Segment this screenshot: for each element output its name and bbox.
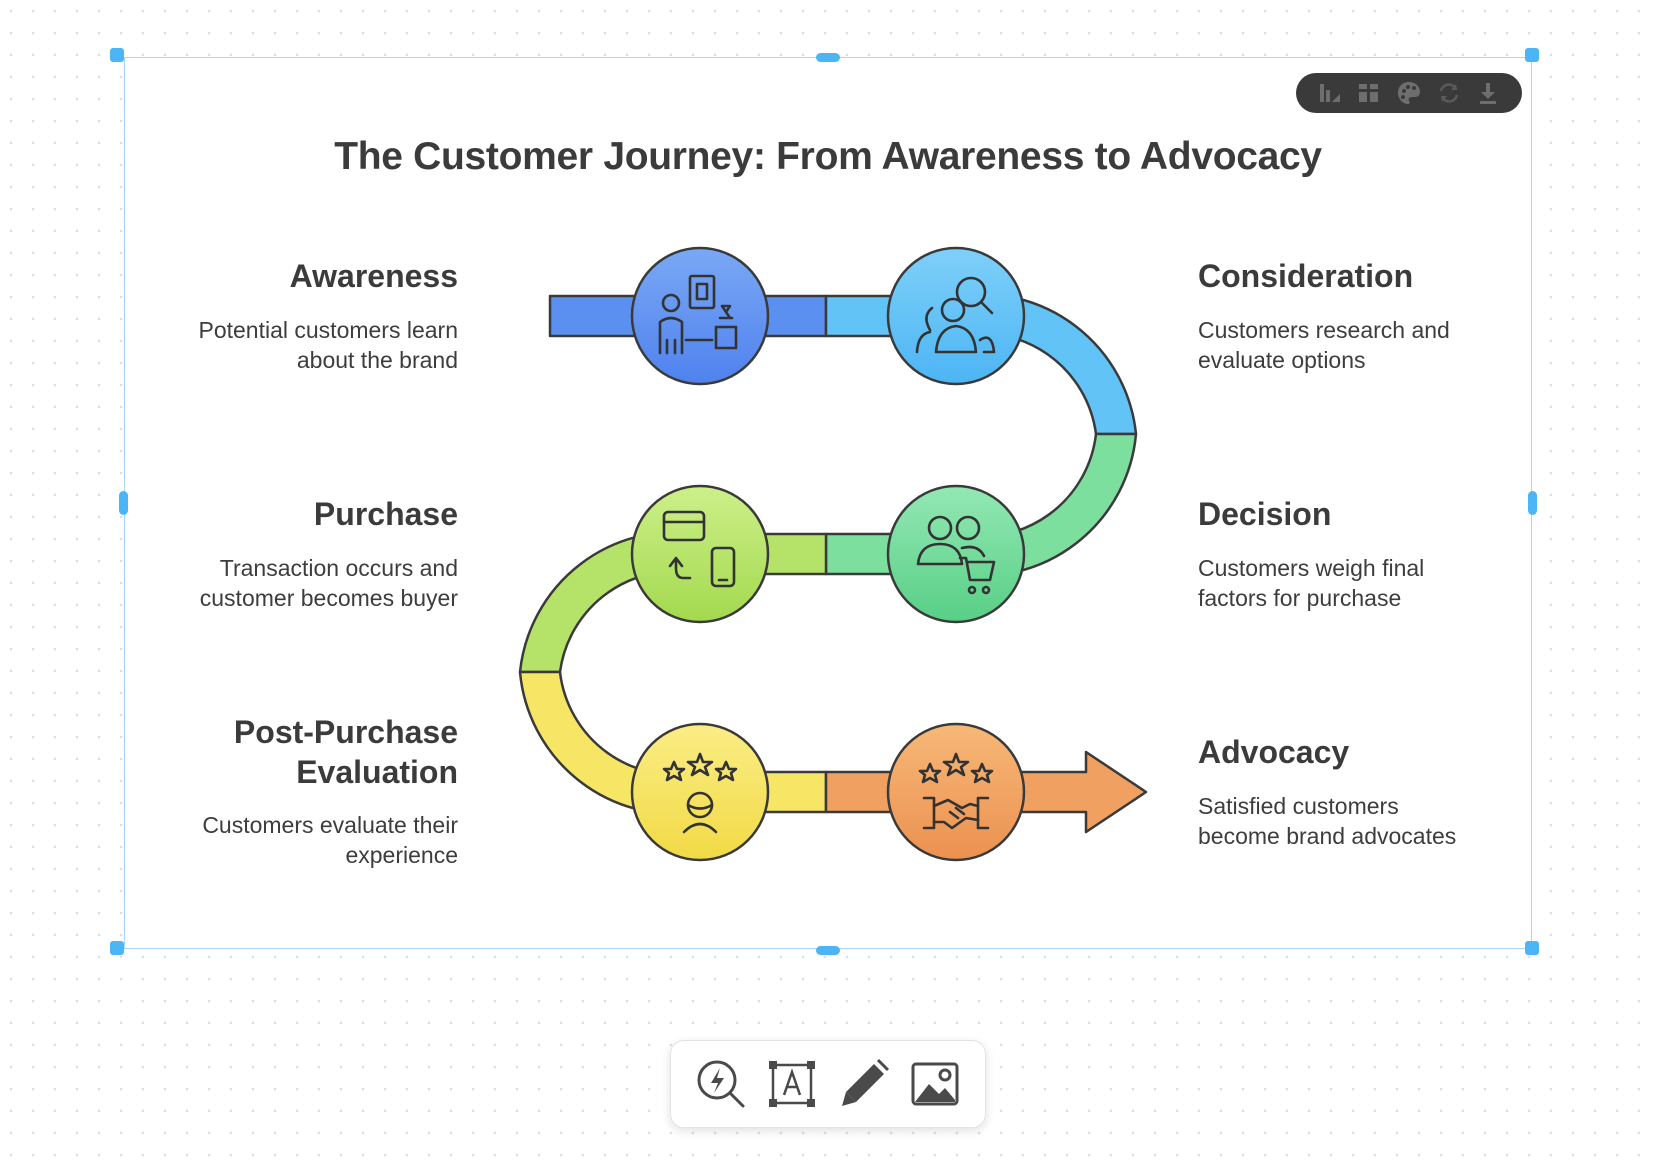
diagram-toolbar: [1296, 73, 1522, 113]
person-billboard-icon: [658, 274, 738, 355]
chart-style-icon[interactable]: [1315, 78, 1345, 108]
node-purchase: [630, 484, 770, 624]
refresh-icon[interactable]: [1434, 78, 1464, 108]
people-search-icon: [915, 276, 996, 354]
node-awareness: [630, 246, 770, 386]
stage-desc-decision: Customers weigh final factors for purcha…: [1198, 555, 1425, 611]
stage-desc-awareness: Potential customers learn about the bran…: [198, 317, 458, 373]
resize-handle-bottom[interactable]: [816, 946, 840, 955]
node-advocacy: [886, 722, 1026, 862]
stage-title-consideration: Consideration: [1198, 258, 1414, 294]
stage-title-purchase: Purchase: [313, 496, 458, 532]
resize-handle-top-right[interactable]: [1525, 48, 1539, 62]
stage-desc-purchase: Transaction occurs and customer becomes …: [199, 555, 458, 611]
text-box-icon[interactable]: [762, 1054, 822, 1114]
download-icon[interactable]: [1473, 78, 1503, 108]
resize-handle-left[interactable]: [119, 491, 128, 515]
stage-title-awareness: Awareness: [289, 258, 458, 294]
stage-desc-advocacy: Satisfied customers become brand advocat…: [1198, 793, 1457, 849]
resize-handle-top-left[interactable]: [110, 48, 124, 62]
layout-grid-icon[interactable]: [1354, 78, 1384, 108]
image-icon[interactable]: [905, 1054, 965, 1114]
pencil-icon[interactable]: [834, 1054, 894, 1114]
node-decision: [886, 484, 1026, 624]
person-stars-icon: [662, 752, 738, 834]
palette-icon[interactable]: [1394, 78, 1424, 108]
node-consideration: [886, 246, 1026, 386]
resize-handle-right[interactable]: [1528, 491, 1537, 515]
card-phone-icon: [662, 510, 736, 588]
resize-handle-bottom-left[interactable]: [110, 941, 124, 955]
stage-desc-evaluation: Customers evaluate their experience: [202, 812, 458, 868]
people-cart-icon: [916, 515, 996, 595]
diagram-title: The Customer Journey: From Awareness to …: [334, 135, 1322, 178]
magic-search-icon[interactable]: [691, 1054, 751, 1114]
handshake-stars-icon: [918, 752, 994, 830]
stage-title-decision: Decision: [1198, 496, 1332, 532]
resize-handle-top[interactable]: [816, 53, 840, 62]
stage-title-advocacy: Advocacy: [1198, 734, 1350, 770]
stage-title-evaluation: Post-Purchase Evaluation: [233, 714, 458, 790]
resize-handle-bottom-right[interactable]: [1525, 941, 1539, 955]
stage-desc-consideration: Customers research and evaluate options: [1198, 317, 1450, 373]
edit-toolbar: [670, 1040, 986, 1128]
